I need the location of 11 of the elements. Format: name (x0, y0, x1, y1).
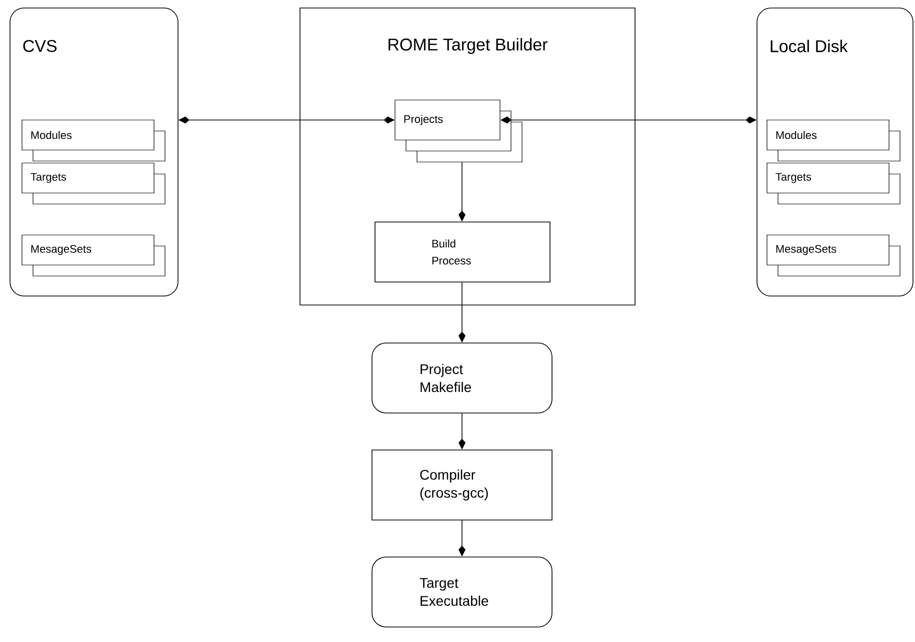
stacked-box: Projects (394, 100, 522, 162)
stacked-box: Modules (22, 120, 166, 162)
stacked-box: Targets (766, 162, 900, 204)
stacked-box: MesageSets (22, 234, 166, 276)
process-box: Build Process (374, 222, 550, 282)
stacked-box: Targets (22, 162, 166, 204)
process-box: Compiler (cross-gcc) (372, 450, 552, 520)
stacked-box: Modules (766, 120, 900, 162)
rounded-box: Project Makefile (372, 342, 552, 414)
stacked-box: MesageSets (766, 234, 900, 276)
rounded-box: Target Executable (372, 556, 552, 628)
